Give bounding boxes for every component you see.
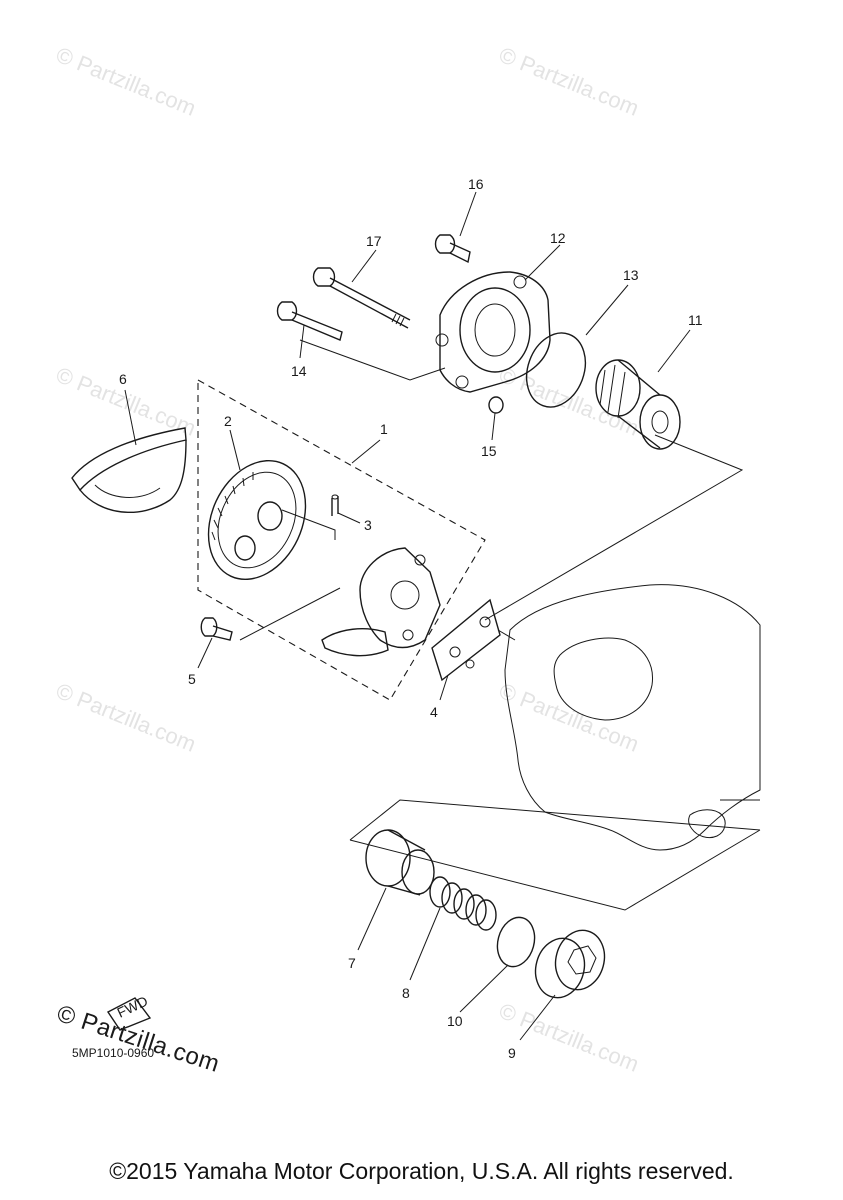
pump-screw (200, 617, 233, 641)
oil-pump-body (321, 547, 441, 657)
fwd-label: FWD (115, 993, 151, 1021)
assembly-group-outline (197, 379, 486, 701)
crankcase-outline (504, 584, 761, 851)
relief-valve-plunger (365, 829, 435, 896)
callout-14: 14 (291, 363, 307, 379)
callout-1: 1 (380, 421, 388, 437)
callout-3: 3 (364, 517, 372, 533)
small-bolt (434, 234, 471, 264)
callout-4: 4 (430, 704, 438, 720)
pump-cover-half (71, 427, 187, 513)
callout-6: 6 (119, 371, 127, 387)
drain-plug (534, 929, 606, 999)
callout-7: 7 (348, 955, 356, 971)
long-bolt (312, 267, 411, 329)
pump-gasket (431, 598, 501, 682)
callout-17: 17 (366, 233, 382, 249)
callout-5: 5 (188, 671, 196, 687)
callout-15: 15 (481, 443, 497, 459)
diagram-code: 5MP1010-0960 (72, 1046, 155, 1060)
callout-12: 12 (550, 230, 566, 246)
copyright-notice: ©2015 Yamaha Motor Corporation, U.S.A. A… (109, 1158, 734, 1184)
callout-leaders (124, 191, 691, 1041)
small-o-ring (488, 396, 504, 414)
dowel-pin (331, 494, 339, 516)
pump-drive-gear (207, 459, 307, 581)
oil-filter-element (595, 359, 681, 450)
callout-9: 9 (508, 1045, 516, 1061)
large-o-ring (525, 332, 587, 408)
callout-2: 2 (224, 413, 232, 429)
relief-valve-spring (429, 876, 497, 931)
filter-cover (435, 271, 551, 393)
plug-o-ring (496, 916, 536, 968)
callout-16: 16 (468, 176, 484, 192)
projection-lines (239, 339, 761, 911)
callout-8: 8 (402, 985, 410, 1001)
callout-13: 13 (623, 267, 639, 283)
short-bolt (276, 301, 343, 341)
callout-11: 11 (688, 312, 703, 328)
callout-10: 10 (447, 1013, 463, 1029)
